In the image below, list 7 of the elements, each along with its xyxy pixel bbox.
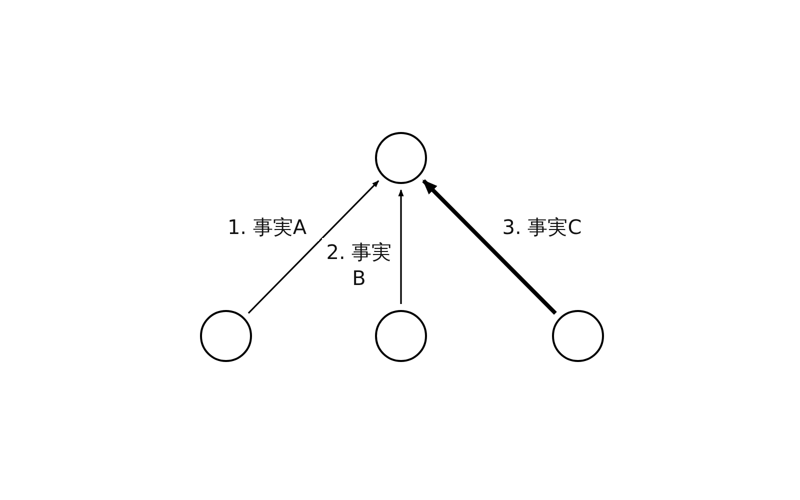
arrow — [248, 180, 380, 314]
arrow — [398, 189, 404, 304]
circle-node — [375, 310, 427, 362]
circle-node — [375, 132, 427, 184]
circle-node — [200, 310, 252, 362]
arrow — [422, 179, 557, 315]
circle-node — [552, 310, 604, 362]
